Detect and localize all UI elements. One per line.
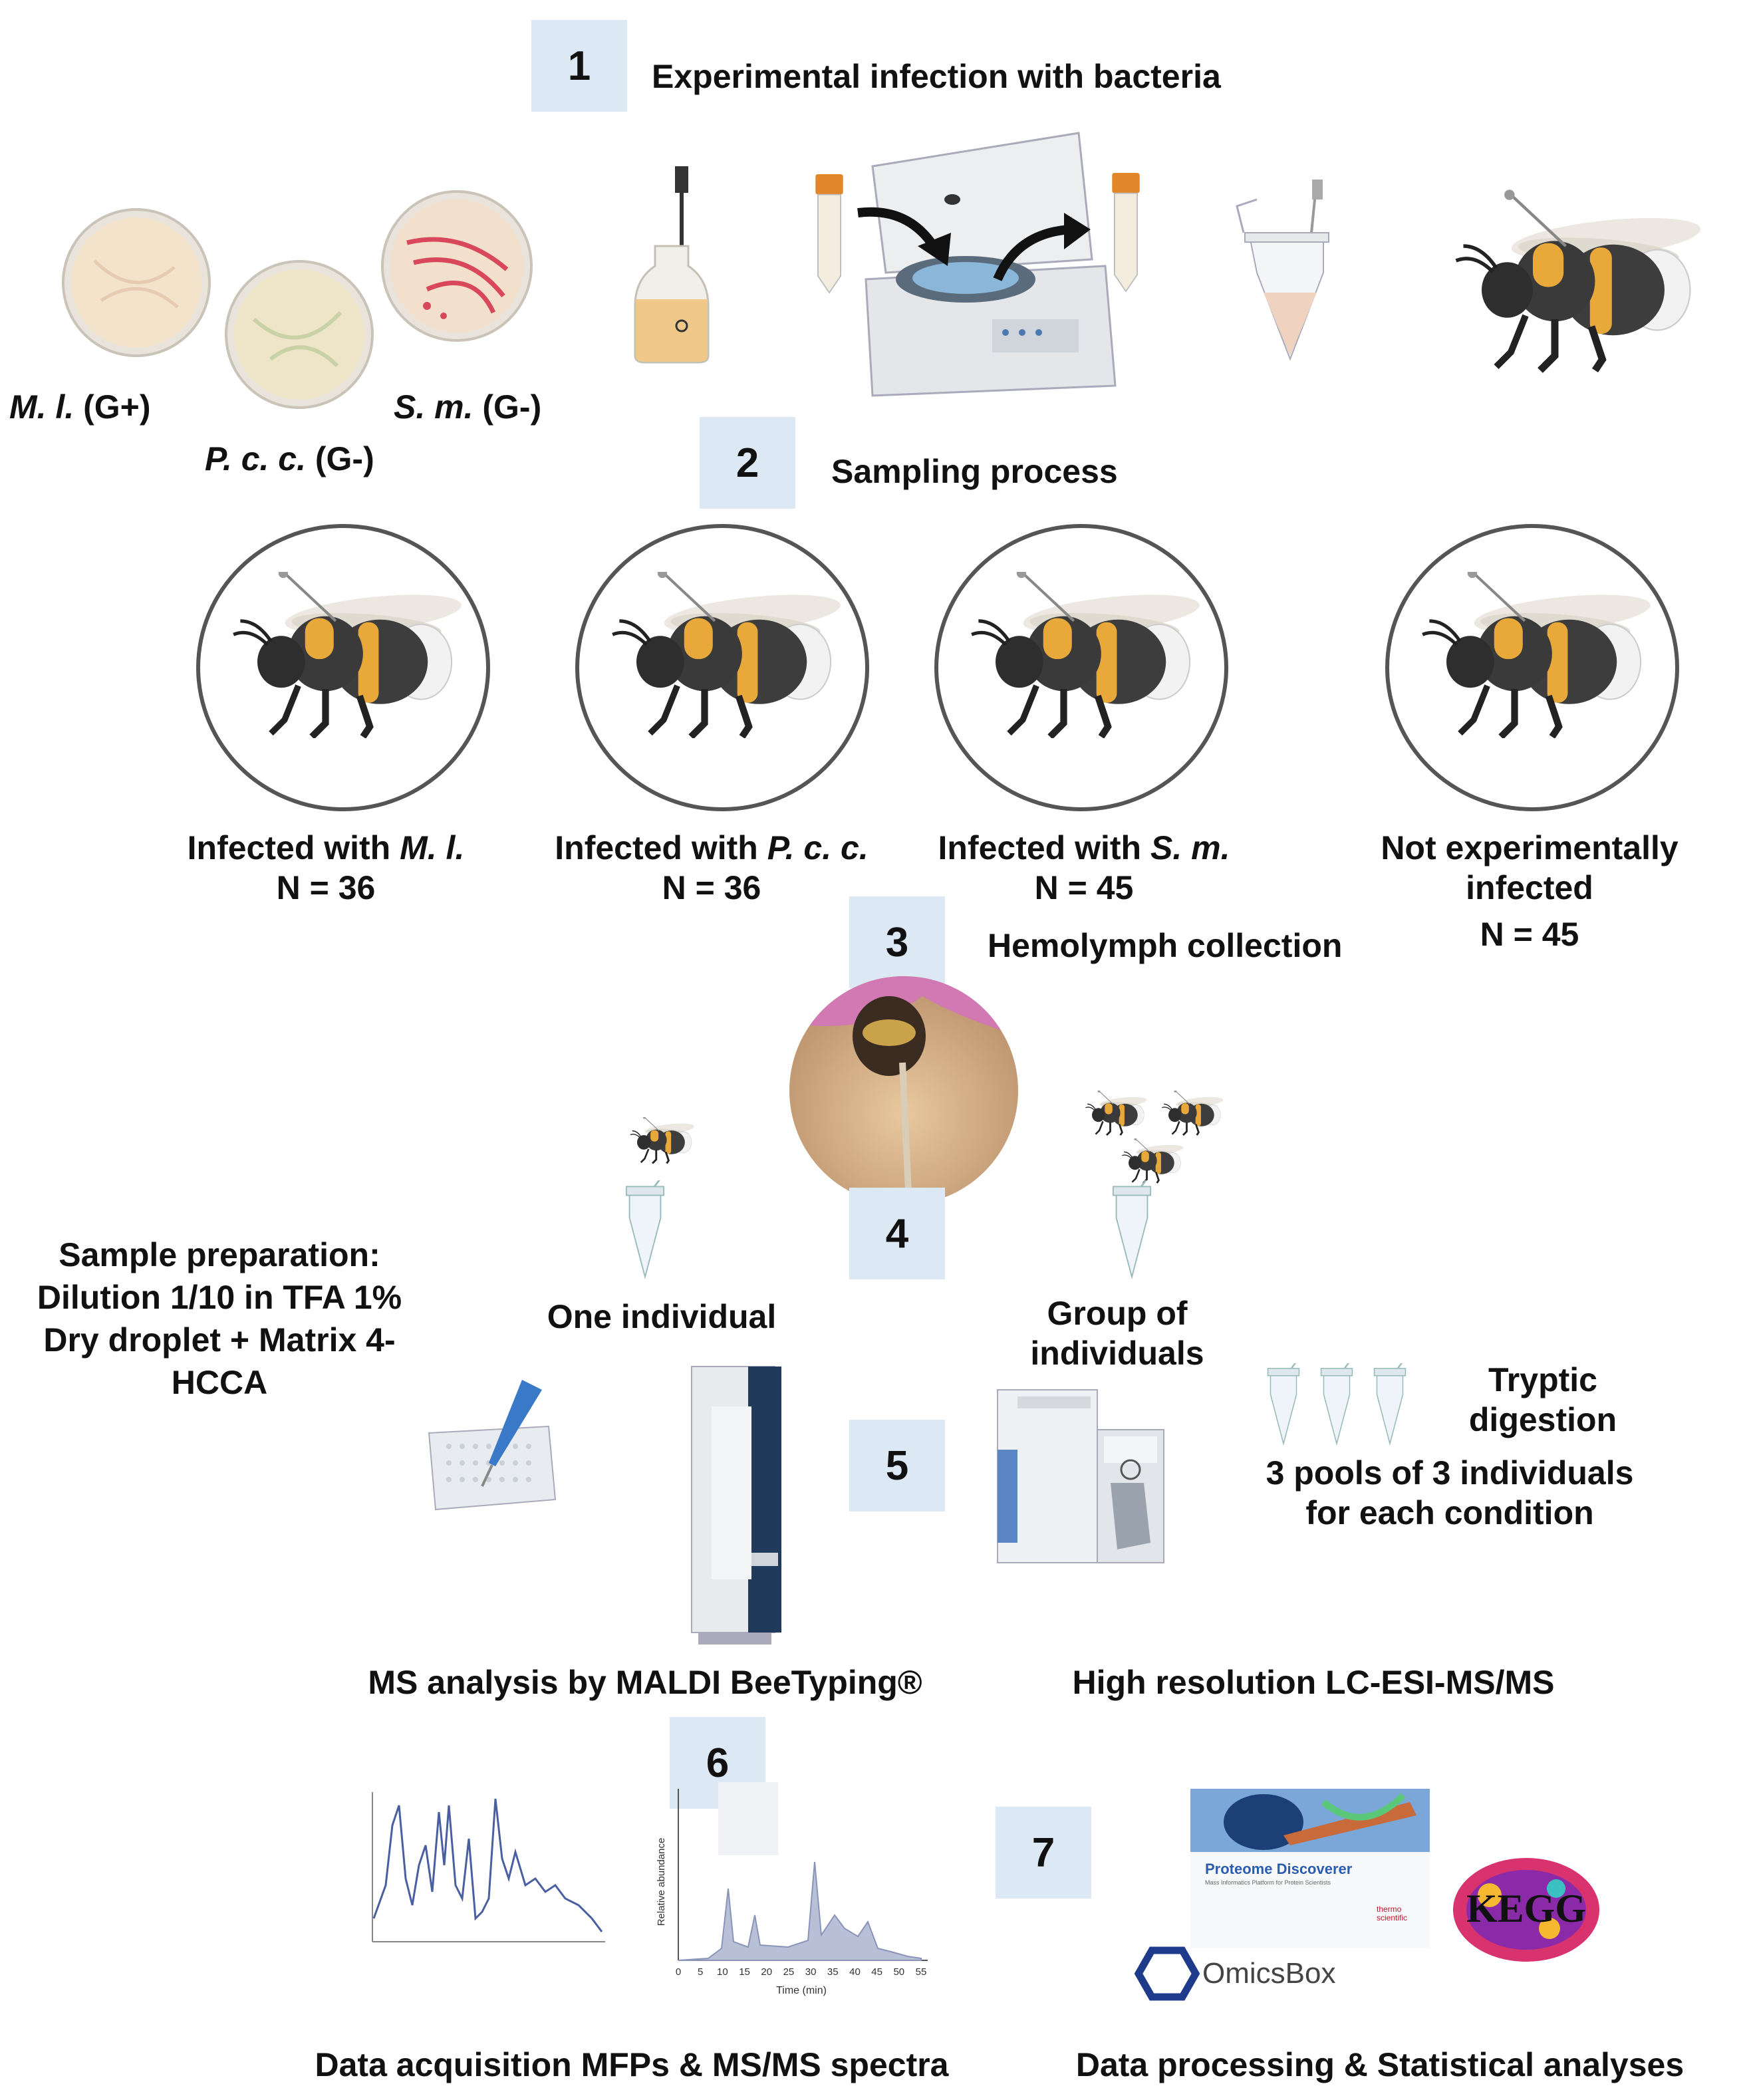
group-individuals-label: Group of individuals	[1030, 1295, 1204, 1372]
maldi-plate-pipette-icon	[428, 1380, 557, 1511]
maldi-instrument-icon	[691, 1366, 781, 1644]
chrom-x-tick: 55	[916, 1966, 927, 1978]
step-number: 7	[1031, 1829, 1055, 1876]
petri-dish-ml-icon	[62, 208, 211, 357]
ms-lc-label: High resolution LC-ESI-MS/MS	[1072, 1664, 1555, 1701]
chrom-x-tick: 30	[805, 1966, 817, 1978]
lc-esi-instrument-icon	[997, 1389, 1164, 1563]
group-circle-ml	[196, 524, 490, 811]
kegg-logo-text: KEGG	[1466, 1887, 1586, 1930]
group-label-sm: Infected with S. m. N = 45	[938, 829, 1230, 906]
chrom-x-tick: 10	[717, 1966, 728, 1978]
data-acquisition-label: Data acquisition MFPs & MS/MS spectra	[315, 2046, 949, 2083]
step-3-title: Hemolymph collection	[988, 927, 1343, 964]
step-number: 2	[736, 440, 759, 486]
step-2-title: Sampling process	[831, 453, 1118, 490]
step-number: 6	[706, 1740, 730, 1786]
pools-label: 3 pools of 3 individuals for each condit…	[1266, 1454, 1634, 1531]
tryptic-digestion-label: Tryptic digestion	[1468, 1361, 1617, 1438]
petri-dish-pcc-icon	[225, 260, 374, 409]
group-circle-control	[1385, 524, 1679, 811]
tryptic-tube-3-icon	[1373, 1363, 1407, 1445]
hemolymph-photo	[789, 976, 1018, 1205]
sample-preparation-text: Sample preparation: Dilution 1/10 in TFA…	[37, 1236, 402, 1401]
group-bee-1-icon	[1084, 1091, 1148, 1136]
group-tube-icon	[1112, 1180, 1152, 1278]
chrom-xlabel: Time (min)	[776, 1985, 827, 1996]
data-processing-label: Data processing & Statistical analyses	[1075, 2046, 1684, 2083]
chrom-x-tick: 35	[827, 1966, 839, 1978]
bacteria-label-pcc: P. c. c. (G-)	[205, 440, 374, 477]
bee-sm-icon	[941, 572, 1214, 738]
omicsbox-logo: OmicsBox	[1134, 1946, 1336, 2001]
chrom-x-tick: 5	[698, 1966, 703, 1978]
group-bee-3-icon	[1121, 1138, 1185, 1184]
bee-control-icon	[1392, 572, 1665, 738]
chrom-x-tick: 25	[783, 1966, 795, 1978]
arrow-out-centrifuge-icon	[993, 213, 1091, 281]
group-label-pcc: Infected with P. c. c. N = 36	[555, 829, 869, 906]
chrom-x-tick: 50	[893, 1966, 904, 1978]
chrom-tick-group: 0 5 10 15 20 25 30 35 40 45 50 55	[676, 1966, 927, 1978]
tryptic-tube-1-icon	[1267, 1363, 1300, 1445]
kegg-logo: KEGG	[1453, 1858, 1599, 1962]
chrom-x-tick: 20	[761, 1966, 772, 1978]
single-bee-icon	[629, 1117, 696, 1164]
step-number: 5	[885, 1442, 909, 1489]
step-1-badge: 1	[531, 20, 627, 112]
eppendorf-syringe-icon	[1236, 179, 1329, 361]
omicsbox-text: OmicsBox	[1202, 1957, 1336, 1990]
bee-ml-icon	[203, 572, 475, 738]
step-7-badge: 7	[996, 1807, 1091, 1899]
step-number: 3	[885, 919, 909, 966]
step-4-badge: 4	[849, 1188, 945, 1279]
falcon-tube-left-icon	[815, 174, 844, 294]
proteome-discoverer-logo: Proteome Discoverer Mass Informatics Pla…	[1190, 1789, 1430, 1948]
petri-dish-sm-icon	[381, 190, 533, 342]
tryptic-tube-2-icon	[1320, 1363, 1353, 1445]
step-3-badge: 3	[849, 896, 945, 988]
group-label-control: Not experimentally infected N = 45	[1381, 829, 1679, 953]
bacteria-label-ml: M. l. (G+)	[9, 388, 151, 426]
group-circle-pcc	[575, 524, 869, 811]
chrom-ylabel: Relative abundance	[656, 1838, 667, 1926]
step-2-badge: 2	[700, 417, 795, 509]
group-label-ml: Infected with M. l. N = 36	[187, 829, 465, 906]
group-circle-sm	[934, 524, 1228, 811]
chrom-x-tick: 45	[871, 1966, 882, 1978]
pd-subtitle: Mass Informatics Platform for Protein Sc…	[1205, 1879, 1331, 1886]
chrom-x-tick: 15	[739, 1966, 750, 1978]
bacteria-label-sm: S. m. (G-)	[394, 388, 542, 426]
arrow-into-centrifuge-icon	[857, 207, 951, 266]
omicsbox-hex-icon	[1134, 1946, 1200, 2001]
ms-maldi-label: MS analysis by MALDI BeeTyping®	[368, 1664, 922, 1701]
single-tube-icon	[625, 1180, 665, 1278]
chrom-x-tick: 40	[849, 1966, 861, 1978]
maldi-spectrum-chart	[372, 1792, 605, 1942]
one-individual-label: One individual	[547, 1298, 777, 1335]
thermo-logo-text: thermo scientific	[1377, 1904, 1408, 1922]
chrom-x-tick: 0	[676, 1966, 681, 1978]
step-5-badge: 5	[849, 1420, 945, 1511]
pd-title: Proteome Discoverer	[1205, 1861, 1353, 1877]
bee-pcc-icon	[582, 572, 855, 738]
culture-flask-icon	[634, 166, 710, 364]
injected-bee-icon	[1423, 186, 1716, 379]
step-number: 1	[567, 43, 591, 89]
step-1-title: Experimental infection with bacteria	[652, 58, 1221, 95]
group-bee-2-icon	[1160, 1091, 1225, 1136]
chromatogram-chart: 0 5 10 15 20 25 30 35 40 45 50 55 Time (min) Relati…	[656, 1782, 928, 1996]
step-number: 4	[885, 1210, 909, 1257]
